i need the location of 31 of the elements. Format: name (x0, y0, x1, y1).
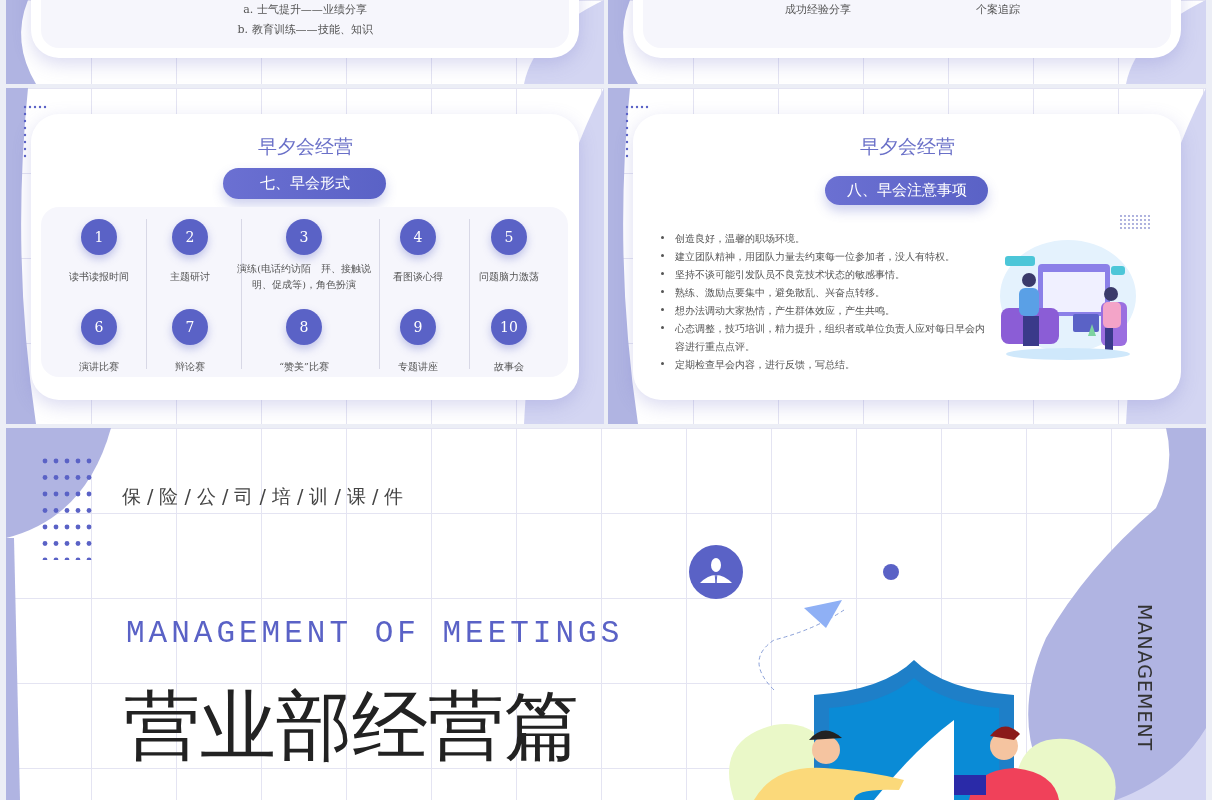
bullet-text: 熟练、激励点要集中，避免散乱、兴奋点转移。 (675, 286, 886, 300)
bullet-text: 想办法调动大家热情，产生群体效应，产生共鸣。 (675, 304, 896, 318)
list-text: 成功经验分享 (784, 2, 852, 17)
bullet-text: 定期检查早会内容，进行反馈，写总结。 (675, 358, 856, 372)
bullet-text: 坚持不谈可能引发队员不良竞技术状态的敏感事情。 (675, 268, 906, 282)
main-title: 营业部经营篇 (124, 680, 580, 772)
item-label: 演练(电话约访陌 拜、接触说明、促成等)，角色扮演 (236, 262, 372, 292)
slide-heading: 早夕会经营 (858, 134, 956, 159)
list-text: b. 教育训练——技能、知识 (236, 22, 374, 37)
bullet-text: 创造良好，温馨的职场环境。 (675, 232, 806, 246)
item-label: 主题研讨 (169, 270, 211, 284)
section-pill: 八、早会注意事项 (825, 176, 988, 205)
item-label: 读书读报时间 (68, 270, 130, 284)
item-label: “赞美”比赛 (278, 360, 330, 374)
item-label: 辩论赛 (174, 360, 206, 374)
list-text: 个案追踪 (975, 2, 1021, 17)
content-card (31, 114, 579, 400)
vertical-text: MANAGEMENT (1134, 604, 1156, 752)
bullet-text: 建立团队精神，用团队力量去约束每一位参加者，没人有特权。 (675, 250, 956, 264)
section-pill: 七、早会形式 (223, 168, 386, 199)
item-label: 演讲比赛 (78, 360, 120, 374)
subtitle-text: 保 / 险 / 公 / 司 / 培 / 训 / 课 / 件 (122, 484, 404, 509)
slide-heading: 早夕会经营 (256, 134, 354, 159)
item-label: 问题脑力激荡 (478, 270, 540, 284)
item-label: 专题讲座 (397, 360, 439, 374)
list-text: a. 士气提升——业绩分享 (242, 2, 368, 17)
english-title: MANAGEMENT OF MEETINGS (126, 616, 624, 651)
content-card (633, 114, 1181, 400)
item-label: 看图谈心得 (392, 270, 444, 284)
item-label: 故事会 (493, 360, 525, 374)
bullet-text: 心态调整，技巧培训，精力提升，组织者或单位负责人应对每日早会内容进行重点点评。 (675, 322, 986, 354)
